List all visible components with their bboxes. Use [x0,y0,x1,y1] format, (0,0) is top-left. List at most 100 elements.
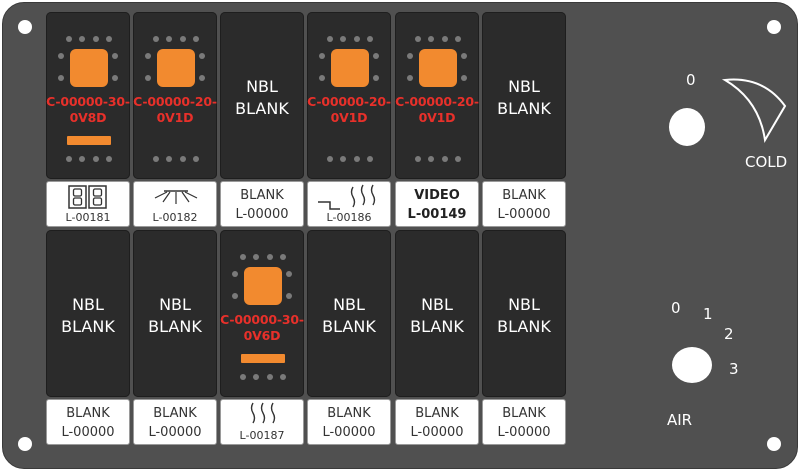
legend-code: L-00181 [65,211,111,224]
legend-code: L-00149 [407,207,467,222]
switch-legend-label: L-00181 [46,181,130,227]
air-knob-label: AIR [667,411,693,429]
temp-knob-zero-label: 0 [686,71,696,89]
indicator-dot [461,75,467,81]
indicator-dot [145,53,151,59]
blank-switch[interactable]: NBL BLANK [482,12,566,179]
indicator-dot [112,75,118,81]
indicator-dot [112,53,118,59]
blank-switch[interactable]: NBL BLANK [220,12,304,179]
air-knob-pos-0: 0 [671,299,681,317]
legend-code: L-00186 [326,211,372,224]
indicator-dots [66,156,112,162]
lamp-switch[interactable]: C-00000-30- 0V8D [46,12,130,179]
switch-blank-text: NBL BLANK [497,295,551,336]
legend-title: BLANK [66,406,110,421]
legend-code: L-00000 [148,425,202,440]
orange-lamp-icon [244,267,282,305]
switch-legend-label: BLANK L-00000 [482,399,566,445]
blank-switch[interactable]: NBL BLANK [482,230,566,397]
legend-code: L-00000 [497,425,551,440]
legend-title: BLANK [502,406,546,421]
switch-part-code: C-00000-30- 0V6D [220,312,304,343]
switch-blank-text: NBL BLANK [322,295,376,336]
mount-hole-bottom-right [767,437,781,451]
legend-title: VIDEO [414,188,460,203]
air-knob-pos-3: 3 [729,360,739,378]
air-knob[interactable] [672,347,712,383]
indicator-dots [327,156,373,162]
switch-legend-label: L-00186 [307,181,391,227]
legend-code: L-00182 [152,211,198,224]
blank-switch[interactable]: NBL BLANK [133,230,217,397]
legend-code: L-00187 [239,429,285,442]
indicator-dots [153,156,199,162]
orange-lamp-icon [157,49,195,87]
switch-legend-label: BLANK L-00000 [307,399,391,445]
switch-blank-text: NBL BLANK [497,77,551,118]
legend-title: BLANK [240,188,284,203]
mount-hole-top-right [767,20,781,34]
indicator-dot [199,75,205,81]
indicator-dot [407,53,413,59]
switch-blank-text: NBL BLANK [410,295,464,336]
legend-code: L-00000 [322,425,376,440]
switch-legend-label: L-00187 [220,399,304,445]
switch-legend-label: L-00182 [133,181,217,227]
indicator-dot [286,271,292,277]
legend-title: BLANK [415,406,459,421]
switch-part-code: C-00000-30- 0V8D [46,94,130,125]
indicator-dot [373,75,379,81]
indicator-dots [415,36,461,42]
switch-blank-text: NBL BLANK [61,295,115,336]
indicator-dot [373,53,379,59]
legend-code: L-00000 [410,425,464,440]
indicator-dot [461,53,467,59]
indicator-dots [327,36,373,42]
mount-hole-top-left [18,20,32,34]
orange-lamp-icon [331,49,369,87]
indicator-dot [319,75,325,81]
temp-knob[interactable] [669,108,705,146]
indicator-bar [241,354,285,363]
switch-blank-text: NBL BLANK [235,77,289,118]
indicator-dots [66,36,112,42]
legend-title: BLANK [502,188,546,203]
orange-lamp-icon [419,49,457,87]
switch-legend-label: BLANK L-00000 [395,399,479,445]
legend-code: L-00000 [61,425,115,440]
blank-switch[interactable]: NBL BLANK [395,230,479,397]
switch-blank-text: NBL BLANK [148,295,202,336]
lamp-switch[interactable]: C-00000-30- 0V6D [220,230,304,397]
indicator-dot [319,53,325,59]
indicator-dot [58,53,64,59]
indicator-dot [286,293,292,299]
switch-part-code: C-00000-20- 0V1D [307,94,391,125]
switch-part-code: C-00000-20- 0V1D [395,94,479,125]
indicator-dot [199,53,205,59]
indicator-dots [240,254,286,260]
switch-part-code: C-00000-20- 0V1D [133,94,217,125]
switch-legend-label: BLANK L-00000 [133,399,217,445]
indicator-dot [407,75,413,81]
indicator-dots [153,36,199,42]
temp-knob-cold-label: COLD [745,153,788,171]
blank-switch[interactable]: NBL BLANK [46,230,130,397]
indicator-dot [58,75,64,81]
indicator-dot [232,271,238,277]
air-knob-pos-1: 1 [703,305,713,323]
lamp-switch[interactable]: C-00000-20- 0V1D [307,12,391,179]
indicator-dots [240,374,286,380]
indicator-dots [415,156,461,162]
lamp-switch[interactable]: C-00000-20- 0V1D [133,12,217,179]
switch-legend-label: VIDEO L-00149 [395,181,479,227]
cold-wedge-icon [721,78,787,143]
legend-title: BLANK [327,406,371,421]
orange-lamp-icon [70,49,108,87]
blank-switch[interactable]: NBL BLANK [307,230,391,397]
lamp-switch[interactable]: C-00000-20- 0V1D [395,12,479,179]
legend-title: BLANK [153,406,197,421]
indicator-dot [232,293,238,299]
